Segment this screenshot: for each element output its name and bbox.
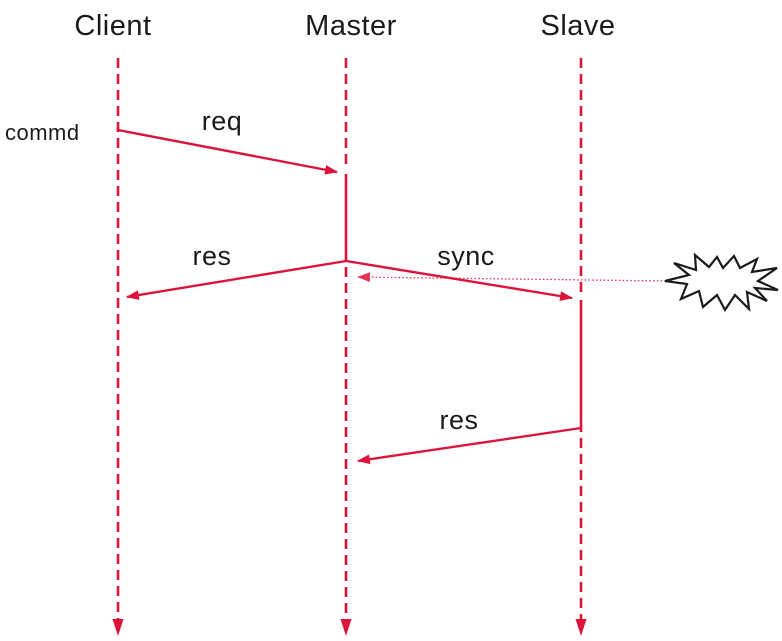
message-label-res1: res — [192, 241, 232, 271]
message-failure-dotted-arrow — [356, 272, 667, 283]
lifeline-slave-end-arrow-icon — [575, 619, 587, 636]
message-sync-arrow — [345, 259, 574, 301]
message-label-req: req — [201, 106, 243, 136]
actor-label-client: Client — [74, 10, 152, 42]
message-res1-arrow — [125, 259, 347, 300]
lifeline-client-end-arrow-icon — [112, 619, 124, 636]
actor-label-master: Master — [305, 10, 397, 42]
message-req-arrow — [117, 128, 339, 175]
lifeline-master-end-arrow-icon — [340, 619, 352, 636]
message-res2-arrow — [356, 426, 582, 465]
message-label-sync: sync — [437, 241, 495, 271]
explosion-burst-icon — [664, 252, 779, 313]
message-label-res2: res — [439, 405, 479, 435]
actor-label-slave: Slave — [540, 10, 616, 42]
side-note-commd: commd — [5, 120, 80, 145]
